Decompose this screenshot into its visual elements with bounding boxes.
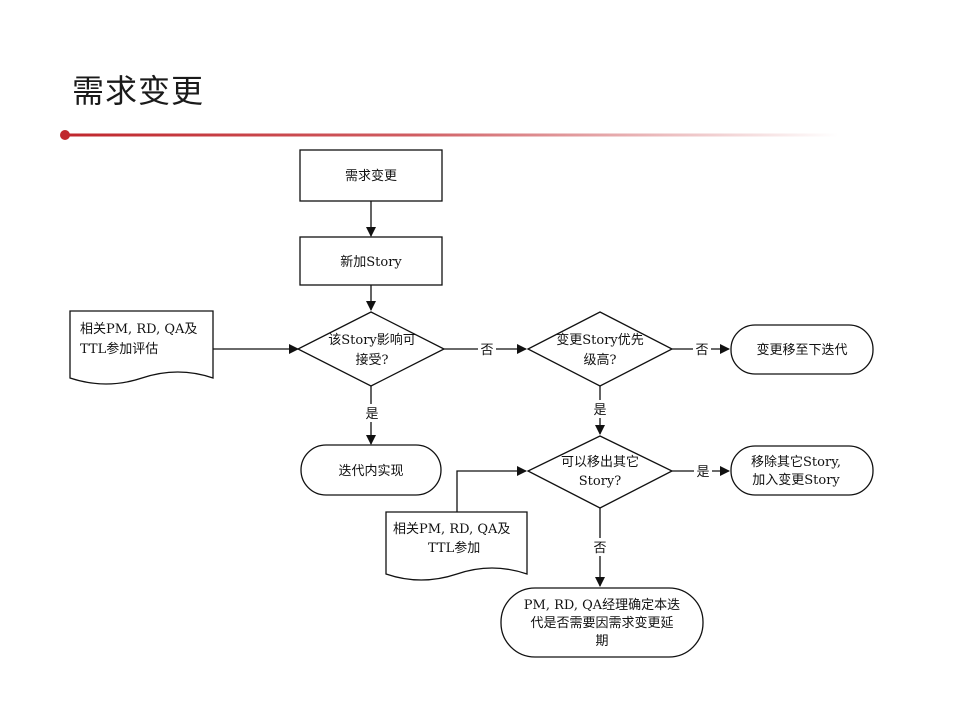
node-doc-evaluation: 相关PM, RD, QA及 TTL参加评估 — [69, 310, 214, 385]
node-label: Story? — [579, 474, 622, 489]
node-label: 移除其它Story, — [751, 454, 841, 470]
node-label: 迭代内实现 — [338, 463, 403, 479]
node-new-story: 新加Story — [299, 236, 443, 286]
node-move-to-next-iteration: 变更移至下迭代 — [730, 324, 874, 375]
node-label: 代是否需要因需求变更延 — [530, 615, 673, 631]
node-label: 新加Story — [340, 254, 402, 270]
edge-label-bg — [694, 462, 712, 480]
edge-label-bg — [592, 538, 608, 556]
node-requirement-change: 需求变更 — [299, 149, 443, 202]
edge-label-bg — [693, 340, 711, 358]
node-confirm-delay: PM, RD, QA经理确定本迭 代是否需要因需求变更延 期 — [500, 587, 704, 658]
edge-label-no: 否 — [593, 541, 606, 556]
node-implement-in-iteration: 迭代内实现 — [300, 444, 442, 496]
edge-label-bg — [478, 340, 496, 358]
edge-label-yes: 是 — [365, 407, 378, 422]
node-remove-add-story: 移除其它Story, 加入变更Story — [730, 445, 874, 496]
divider-dot — [60, 130, 70, 140]
edge-label-no: 否 — [695, 343, 708, 358]
node-decision-remove-other: 可以移出其它 Story? — [526, 435, 674, 509]
node-label: PM, RD, QA经理确定本迭 — [524, 598, 680, 613]
edge-label-yes: 是 — [696, 465, 709, 480]
node-label: 可以移出其它 — [561, 454, 639, 470]
node-label: 相关PM, RD, QA及 — [393, 522, 510, 537]
page-title: 需求变更 — [72, 72, 205, 110]
node-decision-impact: 该Story影响可 接受? — [296, 311, 446, 387]
node-label: 需求变更 — [345, 168, 397, 184]
node-label: TTL参加评估 — [80, 341, 158, 357]
node-label: 变更移至下迭代 — [756, 342, 847, 358]
edge-label-bg — [364, 404, 380, 422]
node-decision-priority: 变更Story优先 级高? — [526, 311, 674, 387]
divider-line — [68, 133, 838, 137]
edge-label-bg — [592, 400, 608, 418]
node-label: 级高? — [584, 352, 617, 368]
edge-join-to-remove — [456, 466, 527, 512]
node-label: 相关PM, RD, QA及 — [80, 322, 197, 337]
edge-label-no: 否 — [480, 343, 493, 358]
node-label: 加入变更Story — [752, 472, 840, 488]
node-label: TTL参加 — [428, 540, 480, 556]
node-label: 该Story影响可 — [328, 332, 416, 348]
edge-label-yes: 是 — [593, 403, 606, 418]
node-label: 接受? — [356, 352, 389, 368]
title-divider — [60, 130, 838, 140]
node-label: 变更Story优先 — [556, 332, 644, 348]
node-doc-join: 相关PM, RD, QA及 TTL参加 — [385, 511, 528, 581]
node-label: 期 — [595, 634, 608, 649]
